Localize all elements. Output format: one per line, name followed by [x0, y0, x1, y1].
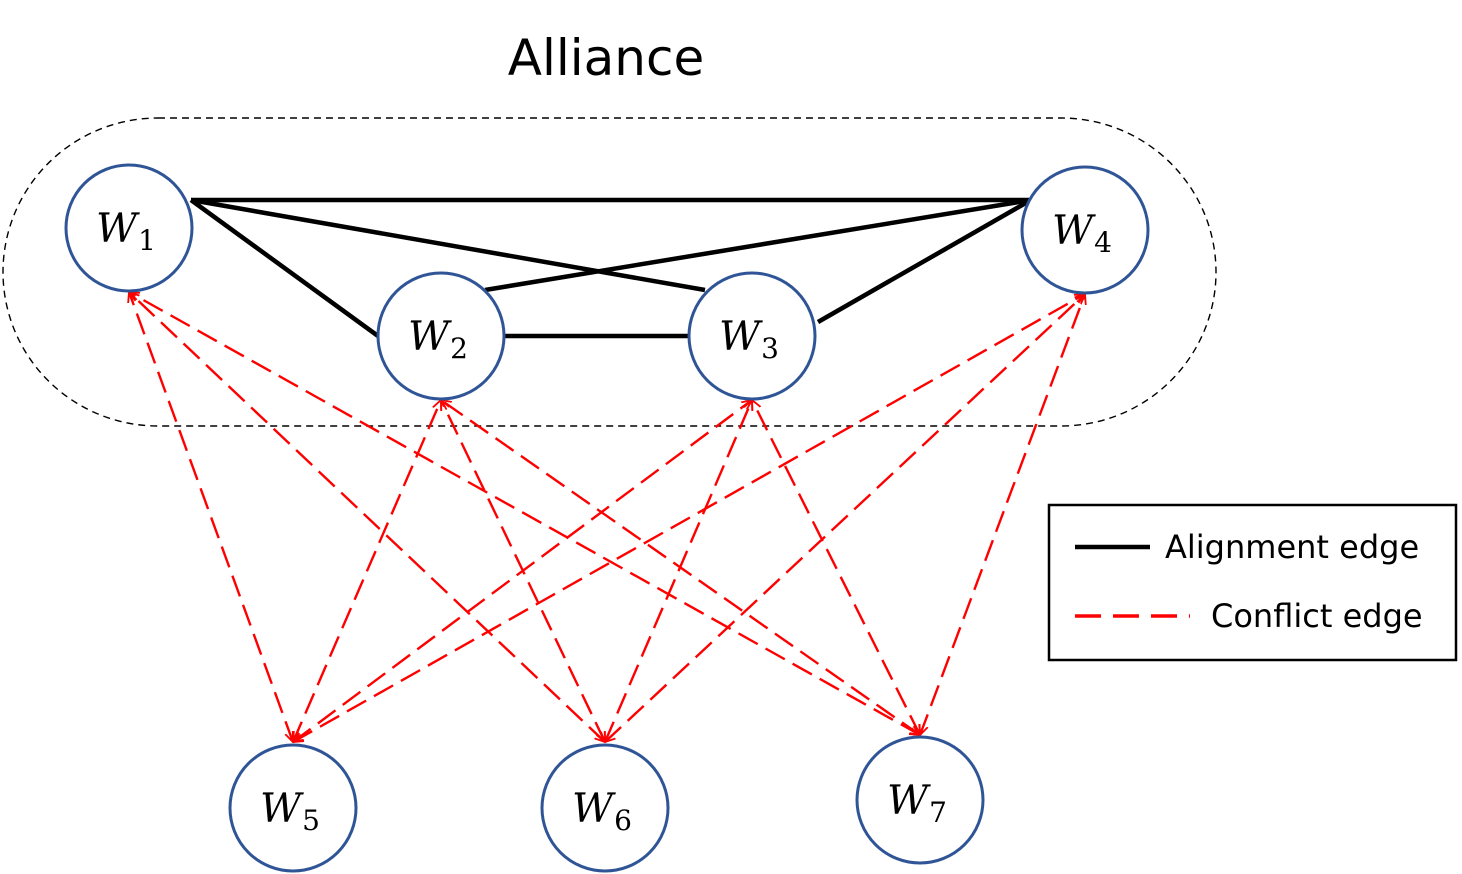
- node-label-w1: W1: [96, 206, 156, 257]
- node-label-main: W: [1052, 208, 1096, 254]
- node-label-w7: W7: [887, 778, 947, 829]
- node-label-sub: 4: [1094, 226, 1112, 259]
- alignment-edge-w2-w4: [484, 197, 1032, 293]
- node-w5: W5: [228, 743, 358, 873]
- node-circle-w7: [855, 735, 985, 865]
- node-circle-w3: [687, 271, 817, 401]
- node-label-main: W: [260, 786, 304, 832]
- legend: Alignment edge Conflict edge: [1047, 503, 1458, 662]
- node-circle-w5: [228, 743, 358, 873]
- conflict-edges: [129, 292, 1085, 742]
- conflict-edge-w7-w3: [750, 400, 922, 735]
- node-label-sub: 2: [450, 332, 468, 365]
- node-label-w5: W5: [260, 786, 320, 837]
- node-label-main: W: [719, 314, 763, 360]
- alignment-edge-w1-w2: [189, 198, 380, 338]
- node-label-sub: 7: [929, 796, 947, 829]
- conflict-edge-w6-w2: [439, 400, 607, 742]
- node-label-w6: W6: [572, 786, 632, 837]
- node-label-main: W: [96, 206, 140, 252]
- conflict-edge-w7-w4: [920, 294, 1085, 735]
- node-label-sub: 6: [614, 804, 632, 837]
- node-label-w4: W4: [1052, 208, 1112, 259]
- node-w7: W7: [855, 735, 985, 865]
- legend-alignment-label: Alignment edge: [1165, 528, 1419, 566]
- node-label-w3: W3: [719, 314, 779, 365]
- alliance-title: Alliance: [508, 29, 704, 87]
- node-circle-w6: [540, 743, 670, 873]
- conflict-edge-w5-w2: [293, 400, 441, 742]
- conflict-edge-w6-w3: [605, 400, 752, 742]
- node-label-sub: 5: [302, 804, 320, 837]
- node-w1: W1: [64, 163, 194, 293]
- node-circle-w4: [1020, 165, 1150, 295]
- alignment-edges: [189, 197, 1033, 339]
- conflict-edge-w6-w1: [129, 292, 605, 742]
- alignment-edge-w1-w3: [190, 197, 706, 293]
- conflict-edge-w6-w4: [605, 294, 1085, 742]
- node-w2: W2: [376, 271, 506, 401]
- node-label-w2: W2: [408, 314, 468, 365]
- node-w4: W4: [1020, 165, 1150, 295]
- legend-conflict-label: Conflict edge: [1211, 597, 1423, 635]
- conflict-edge-w5-w1: [129, 292, 293, 742]
- node-label-sub: 1: [138, 224, 156, 257]
- node-label-sub: 3: [761, 332, 779, 365]
- node-circle-w1: [64, 163, 194, 293]
- node-label-main: W: [887, 778, 931, 824]
- node-label-main: W: [408, 314, 452, 360]
- conflict-edge-w7-w2: [441, 400, 920, 735]
- node-label-main: W: [572, 786, 616, 832]
- node-w6: W6: [540, 743, 670, 873]
- legend-box: [1047, 503, 1458, 662]
- node-w3: W3: [687, 271, 817, 401]
- alignment-edge-w3-w4: [816, 198, 1033, 324]
- node-circle-w2: [376, 271, 506, 401]
